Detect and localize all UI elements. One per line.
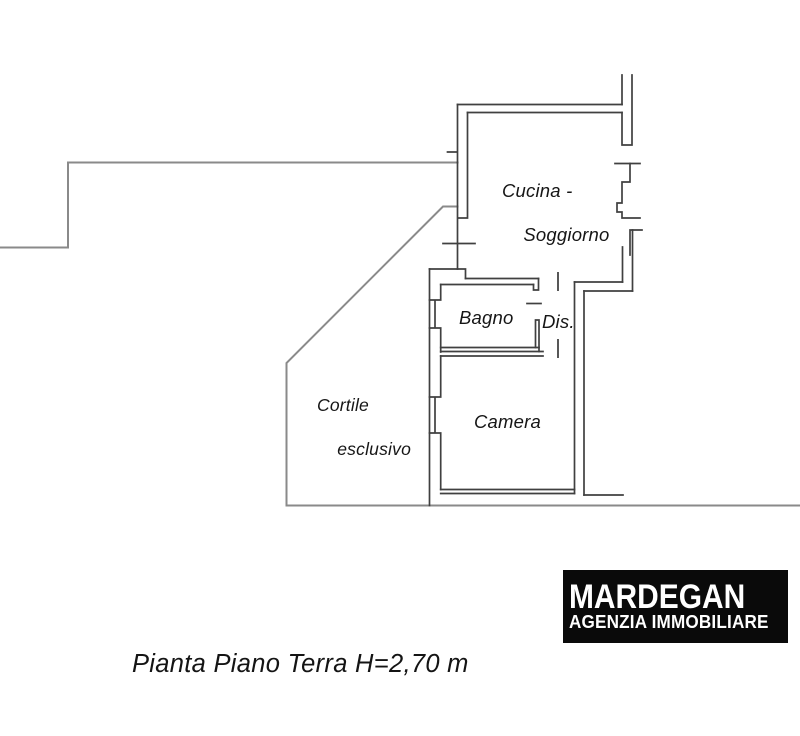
- room-label-cortile-esclusivo: Cortile esclusivo: [317, 394, 411, 460]
- agency-logo-tagline: AGENZIA IMMOBILIARE: [569, 612, 769, 632]
- wall-lines: [428, 74, 643, 507]
- plan-caption: Pianta Piano Terra H=2,70 m: [132, 650, 469, 678]
- agency-logo-name: MARDEGAN: [569, 578, 746, 616]
- cortile-line2: esclusivo: [337, 439, 412, 459]
- cucina-line2: Soggiorno: [523, 224, 610, 245]
- boundary-lines: [0, 161, 800, 507]
- cortile-line1: Cortile: [317, 395, 369, 415]
- room-label-cucina-soggiorno: Cucina - Soggiorno: [502, 180, 610, 246]
- cucina-line1: Cucina -: [502, 180, 573, 201]
- agency-logo: MARDEGAN AGENZIA IMMOBILIARE: [563, 570, 788, 643]
- room-label-bagno: Bagno: [459, 307, 514, 328]
- room-label-camera: Camera: [474, 411, 541, 432]
- room-label-dis: Dis.: [542, 311, 575, 332]
